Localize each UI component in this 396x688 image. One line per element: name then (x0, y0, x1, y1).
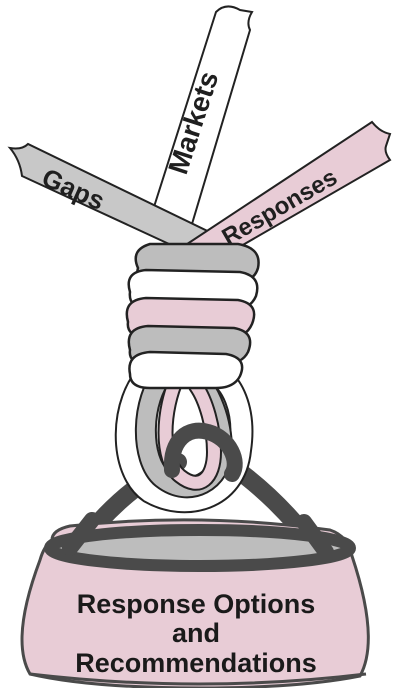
bag-label-line2: and (172, 618, 220, 648)
ribbon-responses-label: Responses (218, 164, 342, 251)
knot-coils (127, 244, 259, 388)
bag-label-line3: Recommendations (75, 648, 317, 678)
bag-label-line1: Response Options (77, 589, 316, 619)
